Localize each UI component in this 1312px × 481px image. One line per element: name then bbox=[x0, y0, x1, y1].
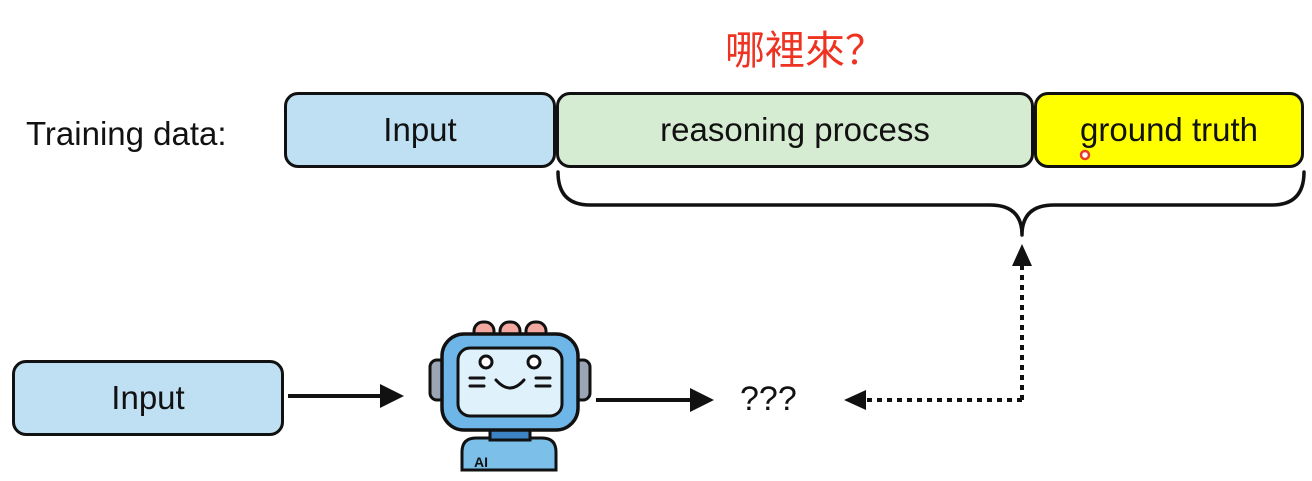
dotted-arrowhead-up bbox=[1012, 244, 1032, 266]
model-input-text: Input bbox=[111, 379, 185, 416]
curly-brace bbox=[556, 170, 1306, 237]
training-input-text: Input bbox=[383, 111, 457, 148]
robot-icon: AI bbox=[428, 320, 592, 472]
training-input-box: Input bbox=[284, 92, 556, 168]
question-heading: 哪裡來？ bbox=[725, 28, 885, 74]
ground-truth-box: ground truth bbox=[1034, 92, 1304, 168]
dotted-arrowhead-left bbox=[844, 390, 866, 410]
unknown-output-text: ??? bbox=[740, 380, 797, 418]
model-input-box: Input bbox=[12, 360, 284, 436]
ground-truth-text: ground truth bbox=[1080, 111, 1258, 148]
training-data-label: Training data: bbox=[26, 115, 227, 152]
reasoning-process-text: reasoning process bbox=[660, 111, 930, 148]
reasoning-process-box: reasoning process bbox=[556, 92, 1034, 168]
robot-badge-text: AI bbox=[474, 454, 488, 470]
